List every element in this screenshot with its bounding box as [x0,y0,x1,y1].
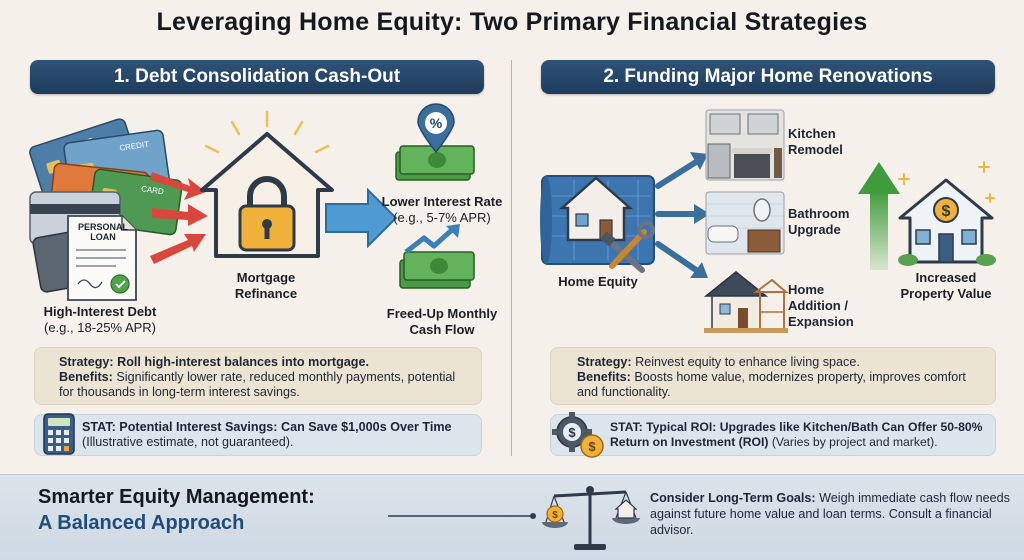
benefits-text: Boosts home value, modernizes property, … [577,370,966,399]
value-label-2: Property Value [900,286,992,301]
goal-key: Consider Long-Term Goals: [650,491,816,505]
right-strategy-box: Strategy: Reinvest equity to enhance liv… [550,347,996,405]
value-label-1: Increased [915,270,977,285]
stat-note: (Illustrative estimate, not guaranteed). [82,435,294,449]
stat-value: Can Save $1,000s Over Time [280,420,452,434]
home-addition-icon [703,271,789,333]
red-arrows [150,172,208,264]
benefits-key: Benefits: [577,370,631,384]
card-text: CARD [141,184,165,196]
footer-advice: Consider Long-Term Goals: Weigh immediat… [650,490,1010,538]
equity-label: Home Equity [558,274,638,289]
right-section-heading: 2. Funding Major Home Renovations [541,60,995,94]
dollar-house-icon: $ [898,161,996,266]
addition-label-3: Expansion [788,314,854,329]
left-stat-text: STAT: Potential Interest Savings: Can Sa… [82,420,477,450]
addition-label: Home Addition / Expansion [788,282,854,330]
svg-text:$: $ [942,203,951,220]
cash-flow-label-2: Cash Flow [409,322,475,337]
benefits-key: Benefits: [59,370,113,384]
bathroom-label: Bathroom Upgrade [788,206,849,238]
house-lock-icon [200,110,334,258]
personal-loan-icon [67,215,137,301]
stat-value: Upgrades like Kitchen/Bath Can Offer 50-… [610,420,983,449]
right-stat-box [550,414,996,456]
benefits-text: Significantly lower rate, reduced monthl… [59,370,456,399]
section-divider [511,60,512,456]
footer-band [0,474,1024,560]
branch-arrows [655,152,710,278]
debt-subtext: (e.g., 18-25% APR) [44,320,156,335]
cash-flow-label-1: Freed-Up Monthly [386,306,498,321]
footer-subtitle: A Balanced Approach [38,512,245,534]
trend-arrow-icon [404,224,460,254]
rate-label: Lower Interest Rate [381,194,503,209]
left-section-heading: 1. Debt Consolidation Cash-Out [30,60,484,94]
kitchen-label-2: Remodel [788,142,843,157]
stat-key: STAT: Potential Interest Savings: [82,420,278,434]
right-stat-text: STAT: Typical ROI: Upgrades like Kitchen… [610,420,992,450]
stat-key: STAT: Typical ROI: [610,420,717,434]
svg-text:$: $ [552,510,558,521]
svg-text:$: $ [568,425,576,440]
left-strategy-box: Strategy: Roll high-interest balances in… [34,347,482,405]
svg-text:%: % [430,115,443,131]
footer-connector [388,513,536,519]
strategy-key: Strategy: [577,355,632,369]
blueprint-house-icon [540,175,655,273]
strategy-text: Roll high-interest balances into mortgag… [117,355,369,369]
bath-label-1: Bathroom [788,206,850,221]
bathroom-icon [705,191,785,255]
calculator-icon [43,413,75,455]
loan-document-label: PERSONAL LOAN [77,222,128,242]
balance-scale-icon: $ [542,486,640,550]
page-title: Leveraging Home Equity: Two Primary Fina… [156,8,868,36]
refi-label-2: Refinance [234,286,298,301]
cash-stack-icon [399,224,475,289]
refi-label-1: Mortgage [236,270,296,285]
strategy-text: Reinvest equity to enhance living space. [635,355,860,369]
strategy-key: Strategy: [59,355,114,369]
tools-icon [600,221,655,273]
addition-label-1: Home [788,282,825,297]
kitchen-label-1: Kitchen [788,126,836,141]
percent-pin-icon: % [395,103,475,181]
rate-subtext: (e.g., 5-7% APR) [393,210,491,225]
svg-text:$: $ [588,439,596,454]
blue-arrow [325,187,398,249]
kitchen-label: Kitchen Remodel [788,126,843,158]
goal-text: Weigh immediate cash flow needs against … [650,491,1010,537]
growth-arrow-icon [858,162,900,270]
kitchen-icon [705,109,785,181]
stat-note: (Varies by project and market). [771,435,938,449]
cash-stack-icon [395,145,475,181]
gear-dollar-icon: $ $ [552,412,604,458]
debt-label: High-Interest Debt [43,304,157,319]
card-text: CREDIT [119,140,150,153]
addition-label-2: Addition / [788,298,848,313]
footer-title: Smarter Equity Management: [38,486,315,508]
left-stat-box [34,414,482,456]
bath-label-2: Upgrade [788,222,841,237]
